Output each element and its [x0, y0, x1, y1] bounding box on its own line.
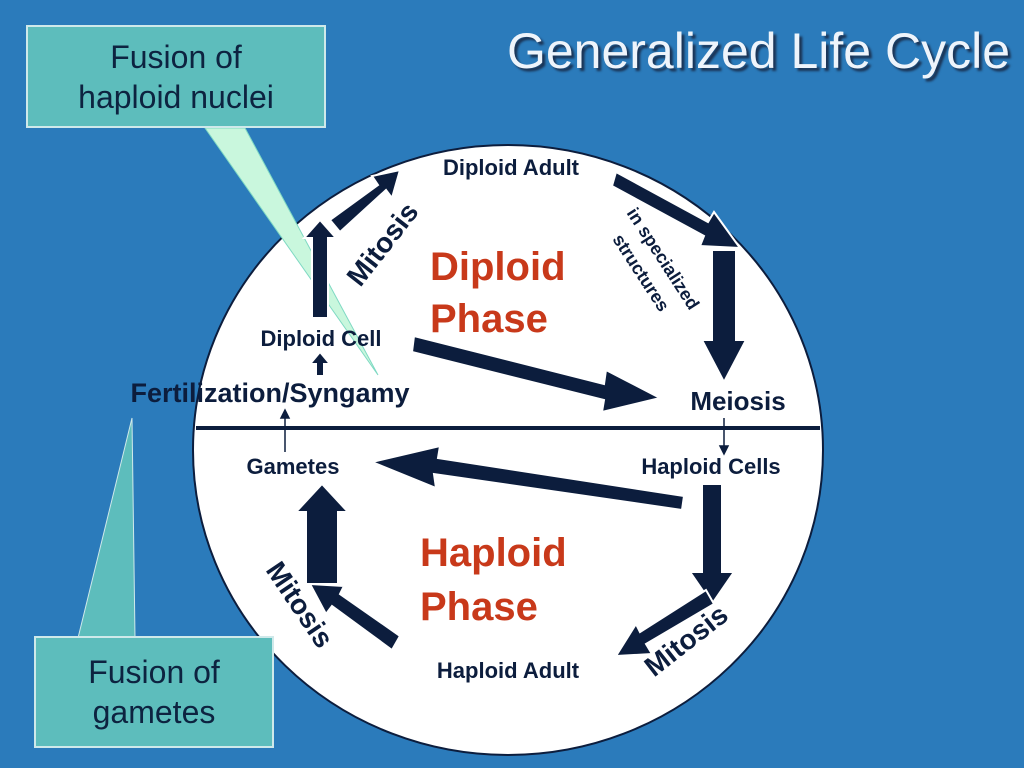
- arrow-gametes-to-fertilization-head: [279, 408, 291, 419]
- arrow-haploid-adult-up-left: [308, 582, 402, 652]
- callout-bottom-pointer: [77, 417, 136, 639]
- node-diploid-adult: Diploid Adult: [443, 155, 580, 180]
- arrow-diploid-cell-up: [301, 218, 339, 319]
- arrow-mitosis-to-diploid-adult: [328, 168, 402, 234]
- slide-title: Generalized Life Cycle: [506, 23, 1010, 79]
- arrow-diploid-cell-to-meiosis: [410, 334, 663, 414]
- callout-top-line1: Fusion of: [110, 39, 242, 75]
- callout-top-line2: haploid nuclei: [78, 79, 274, 115]
- arrow-to-gametes: [293, 482, 351, 585]
- phase-diploid-line2: Phase: [430, 297, 548, 341]
- arrow-meiosis-to-haploid-cells-head: [718, 445, 730, 456]
- node-meiosis: Meiosis: [690, 386, 785, 416]
- node-diploid-cell: Diploid Cell: [261, 326, 382, 351]
- callout-fusion-haploid-nuclei: Fusion of haploid nuclei: [26, 25, 326, 128]
- node-gametes: Gametes: [247, 454, 340, 479]
- phase-haploid-line1: Haploid: [420, 531, 567, 575]
- arrow-diploid-adult-to-right: [610, 170, 743, 250]
- node-fertilization: Fertilization/Syngamy: [130, 378, 409, 408]
- arrow-haploid-cells-down: [688, 483, 736, 606]
- callout-bottom-line1: Fusion of: [88, 654, 220, 690]
- arrow-fertilization-to-diploid-cell: [307, 350, 333, 377]
- callout-fusion-gametes: Fusion of gametes: [34, 636, 274, 748]
- callout-bottom-line2: gametes: [92, 694, 216, 730]
- phase-haploid-line2: Phase: [420, 585, 538, 629]
- arrow-to-meiosis: [700, 249, 748, 385]
- node-haploid-adult: Haploid Adult: [437, 658, 580, 683]
- node-haploid-cells: Haploid Cells: [641, 454, 780, 479]
- arrow-haploid-cells-to-gametes: [368, 444, 686, 512]
- phase-diploid-line1: Diploid: [430, 245, 566, 289]
- arrow-to-haploid-adult: [614, 588, 716, 658]
